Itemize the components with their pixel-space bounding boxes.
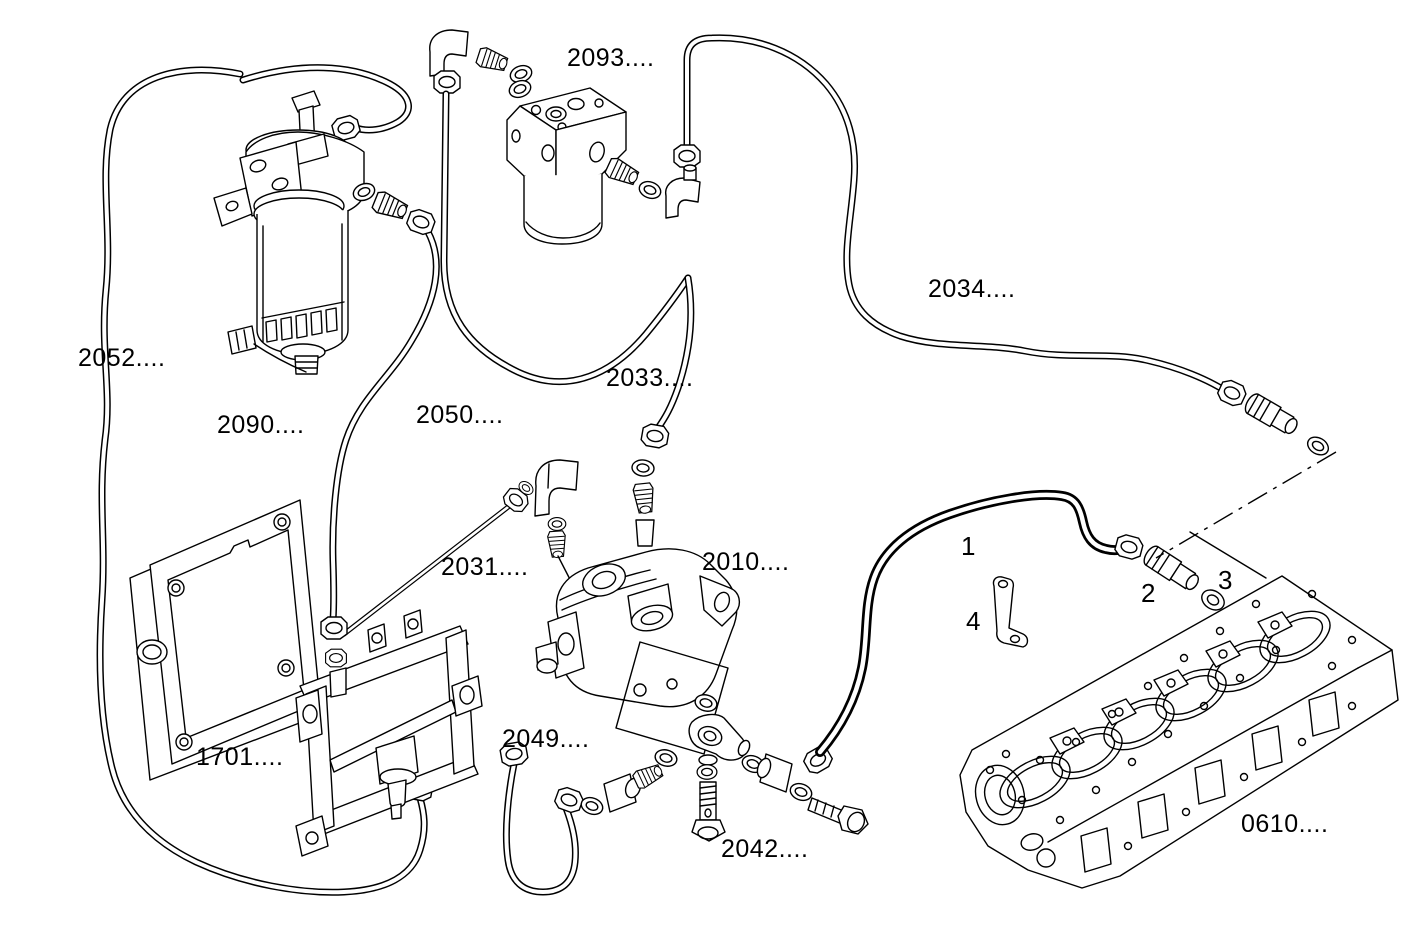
washer-3-drawing	[1201, 589, 1225, 611]
callout-2: 2	[1141, 578, 1156, 608]
fuel-line-1-drawing	[800, 489, 1146, 777]
filter-inlet-hose-drawing	[239, 64, 412, 143]
banjo-bolt-2042-drawing	[691, 781, 726, 842]
ecu-1701-drawing	[129, 499, 321, 781]
line-2034-drawing	[673, 34, 1228, 394]
part-label-0610: 0610....	[1241, 810, 1329, 838]
tube-2050-drawing	[429, 29, 692, 386]
hose-2049-drawing	[498, 740, 680, 896]
line-2034-end-fittings-drawing	[1155, 376, 1337, 559]
callout-4: 4	[966, 606, 981, 636]
part-label-2090: 2090....	[217, 411, 305, 439]
pipe-2031-drawing	[341, 478, 537, 637]
tee-union-drawing	[688, 691, 869, 835]
part-label-2033: 2033....	[606, 364, 694, 392]
part-label-1701: 1701....	[196, 743, 284, 771]
part-label-2050: 2050....	[416, 401, 504, 429]
return-line-2052-drawing	[96, 66, 435, 896]
part-label-2052: 2052....	[78, 344, 166, 372]
fitting-2-drawing	[1143, 545, 1200, 591]
injection-pump-2010-drawing	[535, 548, 741, 755]
bracket-4-drawing	[992, 576, 1029, 648]
pump-block-2093-drawing	[506, 77, 701, 245]
part-label-2010: 2010....	[702, 548, 790, 576]
tube-2033-drawing	[630, 274, 695, 547]
part-label-2042: 2042....	[721, 835, 809, 863]
part-label-2034: 2034....	[928, 275, 1016, 303]
filter-supply-hose-drawing	[329, 228, 440, 624]
cylinder-head-0610-drawing	[959, 531, 1399, 889]
dashed-leader-line	[1155, 451, 1337, 559]
callout-1: 1	[961, 531, 976, 561]
callout-3: 3	[1218, 565, 1233, 595]
part-label-2093: 2093....	[567, 44, 655, 72]
part-label-2049: 2049....	[502, 725, 590, 753]
part-label-2031: 2031....	[441, 553, 529, 581]
fuel-filter-drawing	[213, 90, 438, 375]
bracket-assembly-drawing	[295, 609, 483, 857]
